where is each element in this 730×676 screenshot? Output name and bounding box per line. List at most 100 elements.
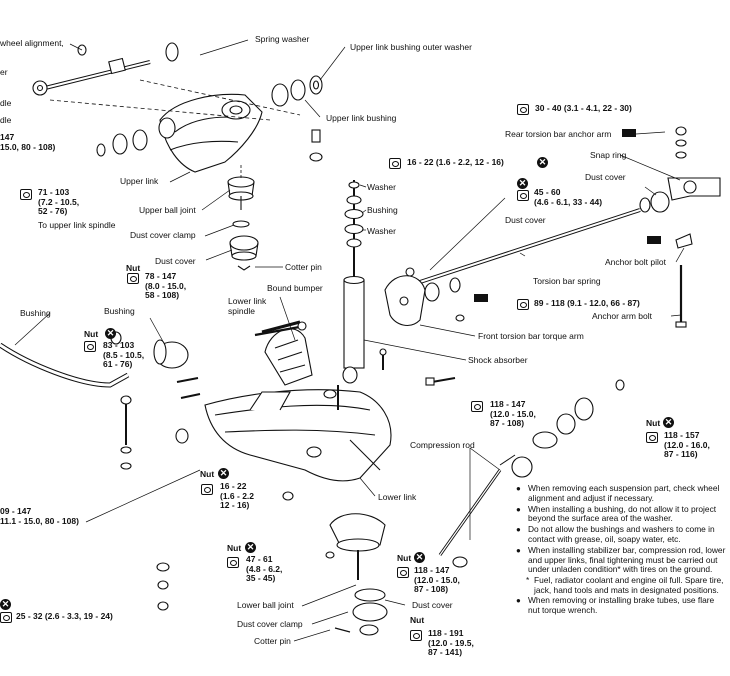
label-dust-cover-right: Dust cover — [585, 172, 626, 182]
upper-link-part — [158, 93, 263, 173]
torque-wrench-icon — [389, 158, 401, 169]
note-item: When installing stabilizer bar, compress… — [516, 545, 728, 575]
label-cotter-pin-2: Cotter pin — [254, 636, 291, 646]
label-anchor-bolt-pilot: Anchor bolt pilot — [605, 257, 666, 267]
label-lower-ball-joint: Lower ball joint — [237, 600, 294, 610]
stabilizer-link-washers — [156, 562, 170, 611]
bound-bumper-part — [261, 320, 313, 386]
torque-25-32: 25 - 32 (2.6 - 3.3, 19 - 24) — [16, 611, 113, 621]
label-bushing-mid: Bushing — [104, 306, 135, 316]
torque-wrench-icon — [397, 567, 409, 578]
torque-47-61: 47 - 61(4.8 - 6.2,35 - 45) — [246, 554, 283, 583]
label-upper-link-bushing: Upper link bushing — [326, 113, 397, 123]
label-to-upper-link-spindle: To upper link spindle — [38, 220, 116, 230]
torque-118-157: 118 - 157(12.0 - 16.0,87 - 116) — [664, 430, 710, 459]
label-bushing-left: Bushing — [20, 308, 51, 318]
label-washer-1: Washer — [367, 182, 396, 192]
torque-30-40: 30 - 40 (3.1 - 4.1, 22 - 30) — [535, 103, 632, 113]
nut-label-2: Nut — [84, 329, 99, 339]
lower-link-part — [204, 389, 392, 482]
replace-x-icon — [663, 417, 674, 428]
torque-wrench-icon — [20, 189, 32, 200]
label-dust-cover-clamp-1: Dust cover clamp — [130, 230, 196, 240]
replace-x-icon — [517, 178, 528, 189]
label-spring-washer: Spring washer — [255, 34, 310, 44]
torque-71-103: 71 - 103(7.2 - 10.5,52 - 76) — [38, 187, 80, 216]
grease-icon — [474, 294, 488, 302]
torque-16-22-top: 16 - 22 (1.6 - 2.2, 12 - 16) — [407, 157, 504, 167]
torque-wrench-icon — [127, 273, 139, 284]
replace-x-icon — [245, 542, 256, 553]
upper-link-bushings — [96, 75, 323, 162]
torque-wrench-icon — [201, 484, 213, 495]
label-anchor-arm-bolt: Anchor arm bolt — [592, 311, 652, 321]
torque-118-191: 118 - 191(12.0 - 19.5,87 - 141) — [428, 628, 474, 657]
note-item: When removing or installing brake tubes,… — [516, 595, 728, 616]
grease-icon — [647, 236, 661, 244]
shock-absorber-part — [342, 180, 365, 384]
leader-lines — [14, 39, 685, 642]
torsion-bar-part — [384, 208, 641, 326]
note-sub-item: Fuel, radiator coolant and engine oil fu… — [516, 575, 728, 596]
label-lower-link: Lower link — [378, 492, 417, 502]
torque-wrench-icon — [517, 104, 529, 115]
torque-wrench-icon — [84, 341, 96, 352]
label-cotter-pin-1: Cotter pin — [285, 262, 322, 272]
label-torsion-bar-spring: Torsion bar spring — [533, 276, 601, 286]
torque-wrench-icon — [646, 432, 658, 443]
torque-83-103: 83 - 103(8.5 - 10.5,61 - 76) — [103, 340, 145, 369]
note-item: When installing a bushing, do not allow … — [516, 504, 728, 525]
grease-icon — [622, 129, 636, 137]
label-shock-absorber: Shock absorber — [468, 355, 528, 365]
label-dle-1: dle — [0, 98, 12, 108]
replace-x-icon — [537, 157, 548, 168]
label-upper-link-bushing-outer-washer: Upper link bushing outer washer — [350, 42, 472, 52]
notes-list: When removing each suspension part, chec… — [516, 483, 728, 616]
upper-ball-joint-part — [227, 176, 259, 271]
label-compression-rod: Compression rod — [410, 440, 475, 450]
torque-wrench-icon — [410, 630, 422, 641]
label-lower-link-spindle: Lower link spindle — [228, 296, 267, 316]
torque-45-60: 45 - 60(4.6 - 6.1, 33 - 44) — [534, 187, 603, 207]
replace-x-icon — [105, 328, 116, 339]
label-washer-2: Washer — [367, 226, 396, 236]
label-dust-cover-clamp-2: Dust cover clamp — [237, 619, 303, 629]
replace-x-icon — [414, 552, 425, 563]
torque-118-147-low: 118 - 147(12.0 - 15.0,87 - 108) — [414, 565, 460, 594]
torque-78-147: 78 - 147(8.0 - 15.0,58 - 108) — [145, 271, 187, 300]
stabilizer-bar-part — [0, 331, 189, 470]
torque-118-147-mid: 118 - 147(12.0 - 15.0,87 - 108) — [490, 399, 536, 428]
nut-label-7: Nut — [410, 615, 425, 625]
torque-wrench-icon — [517, 299, 529, 310]
label-rear-torsion-bar-anchor-arm: Rear torsion bar anchor arm — [505, 129, 612, 139]
torque-wrench-icon — [471, 401, 483, 412]
nut-label-5: Nut — [227, 543, 242, 553]
nut-label-3: Nut — [646, 418, 661, 428]
nut-label-4: Nut — [200, 469, 215, 479]
label-snap-ring: Snap ring — [590, 150, 627, 160]
label-bushing-right: Bushing — [367, 205, 398, 215]
nut-label-6: Nut — [397, 553, 412, 563]
replace-x-icon — [218, 468, 229, 479]
upper-spindle-bolt — [32, 42, 179, 96]
note-item: Do not allow the bushings and washers to… — [516, 524, 728, 545]
label-dust-cover-1: Dust cover — [155, 256, 196, 266]
label-upper-link: Upper link — [120, 176, 159, 186]
label-bound-bumper: Bound bumper — [267, 283, 323, 293]
label-er: er — [0, 67, 8, 77]
label-dle-2: dle — [0, 115, 12, 125]
lower-link-spindle-bolt — [254, 321, 307, 337]
torque-89-118: 89 - 118 (9.1 - 12.0, 66 - 87) — [534, 298, 640, 308]
torque-wrench-icon — [517, 190, 529, 201]
replace-x-icon — [0, 599, 11, 610]
small-bolts — [176, 348, 456, 410]
label-dust-cover-mid: Dust cover — [505, 215, 546, 225]
torque-wrench-icon — [227, 557, 239, 568]
nut-label-1: Nut — [126, 263, 141, 273]
torque-wrench-icon — [0, 612, 12, 623]
